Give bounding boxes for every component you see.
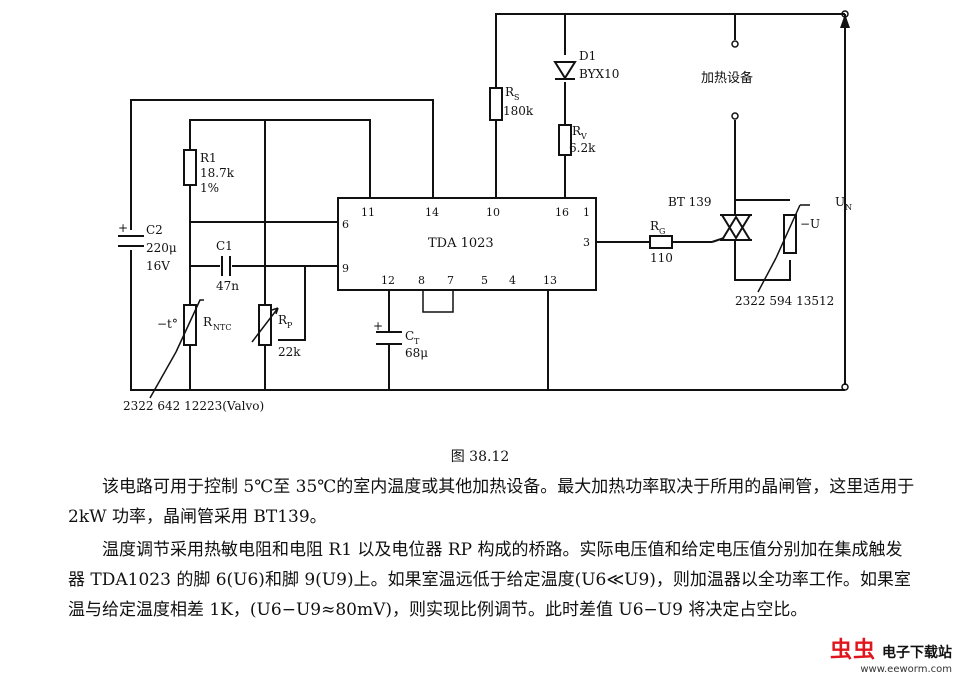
resistor-r1 xyxy=(183,149,197,186)
varistor xyxy=(783,214,797,254)
thermistor-rntc xyxy=(183,304,197,346)
varistor-pointer xyxy=(757,257,777,293)
pin-5: 5 xyxy=(481,274,488,287)
triac-name: BT 139 xyxy=(668,195,712,209)
capacitor-c2 xyxy=(118,235,144,247)
watermark-logo: 虫虫 xyxy=(829,638,876,663)
rg-sub: G xyxy=(659,227,665,236)
rs-sub: S xyxy=(514,93,519,102)
wire-triac-top xyxy=(734,120,790,201)
paragraph-1: 该电路可用于控制 5℃至 35℃的室内温度或其他加热设备。最大加热功率取决于所用… xyxy=(68,477,915,527)
pin-1: 1 xyxy=(583,206,590,219)
pin-14: 14 xyxy=(425,206,439,219)
wire-rp xyxy=(264,266,306,390)
c1-value: 47n xyxy=(216,279,239,293)
paragraph-2: 温度调节采用热敏电阻和电阻 R1 以及电位器 RP 构成的桥路。实际电压值和给定… xyxy=(68,535,918,625)
pin-9: 9 xyxy=(342,262,349,275)
c2-voltage: 16V xyxy=(146,259,170,273)
c2-name: C2 xyxy=(146,223,163,237)
rv-sub: V xyxy=(580,132,587,141)
pin-3: 3 xyxy=(583,236,590,249)
pin-13: 13 xyxy=(543,274,557,287)
heater-label: 加热设备 xyxy=(701,70,753,86)
watermark-site: 电子下载站 xyxy=(882,645,952,661)
heater-terminal-bottom xyxy=(731,112,739,120)
pin8-pin7-loop xyxy=(422,290,454,313)
ct-name: C xyxy=(405,329,414,343)
wire-ground xyxy=(130,250,845,391)
ct-value: 68μ xyxy=(405,346,428,360)
pin-12: 12 xyxy=(381,274,395,287)
resistor-rv xyxy=(558,124,572,156)
thermistor-arrow xyxy=(175,299,204,353)
c2-value: 220μ xyxy=(146,241,177,255)
wire-pin10-rs xyxy=(495,13,845,198)
r1-tolerance: 1% xyxy=(200,181,219,195)
rs-name: R xyxy=(505,85,515,99)
pin-11: 11 xyxy=(361,206,375,219)
potentiometer-arrow xyxy=(251,307,279,343)
resistor-rs xyxy=(489,87,503,121)
supply-arrow xyxy=(840,14,850,28)
rntc-sub: NTC xyxy=(213,323,231,332)
rntc-sign: −t° xyxy=(157,317,178,331)
heater-terminal-top xyxy=(731,40,739,48)
d1-name: D1 xyxy=(579,49,596,63)
paragraph-2-part-1: 温度调节采用热敏电阻和电阻 R1 以及电位器 RP 构成的桥路。实际电压值和给定… xyxy=(68,540,903,590)
rs-value: 180k xyxy=(503,104,534,118)
rg-name: R xyxy=(650,219,660,233)
varistor-part: 2322 594 13512 xyxy=(735,294,834,308)
thermistor-pointer xyxy=(149,351,177,399)
rv-name: R xyxy=(572,124,582,138)
pin-6: 6 xyxy=(342,218,349,231)
pin-10: 10 xyxy=(486,206,500,219)
rntc-name: R xyxy=(203,315,213,329)
rp-name: R xyxy=(278,313,288,327)
rg-value: 110 xyxy=(650,251,673,265)
ic-label: TDA 1023 xyxy=(428,236,494,251)
potentiometer-rp xyxy=(258,304,272,346)
pin-7: 7 xyxy=(447,274,454,287)
pin-4: 4 xyxy=(509,274,516,287)
r1-value: 18.7k xyxy=(200,166,235,180)
circuit-schematic: TDA 1023 11 14 10 16 1 6 9 3 12 8 7 5 4 … xyxy=(118,10,852,413)
supply-terminal-bottom xyxy=(841,383,849,391)
wire-pin14-top xyxy=(130,99,434,230)
ct-plus: + xyxy=(373,319,383,333)
rv-value: 6.2k xyxy=(569,141,596,155)
resistor-rg xyxy=(649,235,673,249)
paragraph-2-part-2: 如果室温远低于给定温度(U6≪U9)，则加温器以全功率工作。 xyxy=(387,570,860,590)
c2-plus: + xyxy=(118,221,128,235)
supply-terminal-top xyxy=(841,10,849,18)
pin-8: 8 xyxy=(418,274,425,287)
rp-value: 22k xyxy=(278,345,301,359)
capacitor-ct xyxy=(376,331,402,345)
triac-bt139 xyxy=(711,214,752,243)
supply-name: U xyxy=(835,195,845,209)
watermark: 虫虫电子下载站 www.eeworm.com xyxy=(830,632,952,675)
varistor-name: −U xyxy=(800,217,820,231)
paragraph-2-part-3: 如果室温与给定温度相差 1K，(U6−U9≈80mV)，则实现比例调节。此时差值… xyxy=(68,570,911,620)
wire-pin11-r1 xyxy=(189,119,371,198)
rp-sub: P xyxy=(287,321,293,330)
thermistor-part: 2322 642 12223(Valvo) xyxy=(123,399,264,413)
d1-part: BYX10 xyxy=(579,67,619,81)
wire-triac-bottom xyxy=(734,255,791,281)
watermark-url: www.eeworm.com xyxy=(860,664,952,675)
ct-sub: T xyxy=(414,337,420,346)
varistor-slash xyxy=(775,204,810,259)
capacitor-c1 xyxy=(221,256,231,276)
figure-caption: 图 38.12 xyxy=(450,449,510,465)
c1-name: C1 xyxy=(216,239,233,253)
r1-name: R1 xyxy=(200,151,217,165)
ic-tda1023 xyxy=(337,197,597,291)
pin-16: 16 xyxy=(555,206,569,219)
diode-d1 xyxy=(553,61,577,80)
supply-sub: N xyxy=(845,203,852,212)
